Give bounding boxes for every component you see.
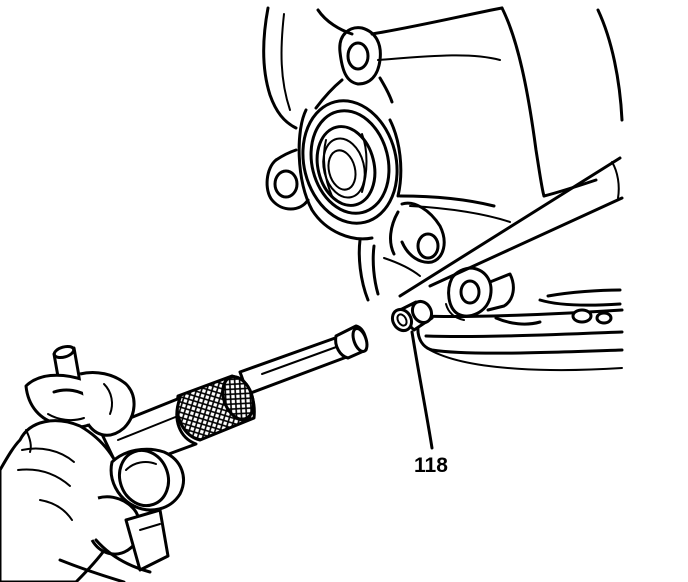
leader-line	[410, 330, 434, 450]
output-shaft-seal	[297, 99, 403, 241]
support-bracket	[398, 156, 624, 318]
upper-mounting-boss	[314, 26, 394, 110]
bushing-part	[390, 299, 434, 333]
transmission-case	[262, 6, 624, 302]
oil-pan	[416, 288, 624, 372]
lower-mounting-boss	[389, 201, 446, 264]
callout-label: 118	[414, 454, 448, 477]
hand	[0, 344, 185, 582]
left-mounting-boss	[265, 148, 310, 211]
callout-118: 118	[410, 330, 448, 477]
